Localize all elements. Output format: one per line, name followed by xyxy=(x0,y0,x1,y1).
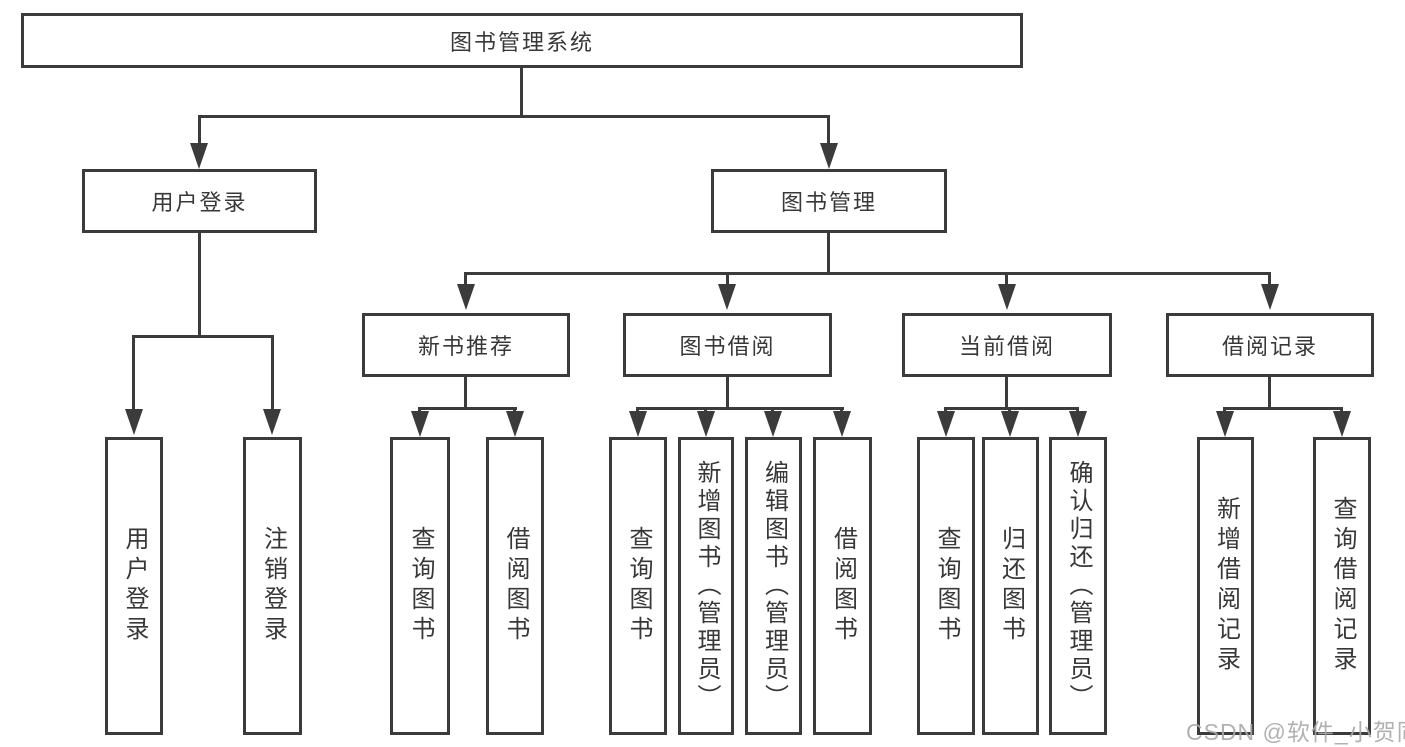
node-borrow-records-label: 借阅记录 xyxy=(1221,334,1318,359)
arrowhead-to-book-management xyxy=(820,143,838,169)
node-leaf-return-books: 归还图书 xyxy=(982,437,1039,735)
arrowhead-to-borrow-leaf1 xyxy=(629,411,647,437)
connector-borrow-stem xyxy=(726,377,729,409)
connector-borrow-leaf4-drop xyxy=(840,407,843,413)
connector-history-leaf1-drop xyxy=(1223,407,1226,413)
node-leaf-current-query-books: 查询图书 xyxy=(917,437,975,735)
node-leaf-query-borrow-record: 查询借阅记录 xyxy=(1313,437,1371,735)
connector-rec-stem xyxy=(464,377,467,409)
arrowhead-to-login-leaf2 xyxy=(263,409,281,435)
connector-rec-rail xyxy=(419,407,517,410)
connector-current-leaf2-drop xyxy=(1008,407,1011,413)
connector-current-drop xyxy=(1005,272,1008,286)
node-book-management: 图书管理 xyxy=(711,169,947,233)
node-leaf-return-books-label: 归还图书 xyxy=(997,526,1025,646)
node-leaf-rec-query-books-label: 查询图书 xyxy=(407,526,434,646)
connector-borrow-leaf2-drop xyxy=(704,407,707,413)
node-leaf-user-login: 用户登录 xyxy=(105,437,163,735)
connector-borrow-drop xyxy=(726,272,729,286)
connector-borrow-leaf3-drop xyxy=(771,407,774,413)
node-leaf-add-borrow-record-label: 新增借阅记录 xyxy=(1212,496,1240,676)
arrowhead-to-borrow-leaf2 xyxy=(697,411,715,437)
connector-login-leaf1-drop xyxy=(132,335,135,411)
connector-borrow-rail xyxy=(637,407,844,410)
arrowhead-to-user-login xyxy=(190,143,208,169)
arrowhead-to-current-leaf1 xyxy=(937,411,955,437)
connector-rec-leaf2-drop xyxy=(513,407,516,413)
node-current-borrow: 当前借阅 xyxy=(902,313,1112,377)
node-leaf-confirm-return-admin-label: 确认归还（管理员） xyxy=(1065,460,1092,712)
connector-root-rail xyxy=(198,115,830,118)
connector-current-leaf3-drop xyxy=(1076,407,1079,413)
node-leaf-edit-books-admin-label: 编辑图书（管理员） xyxy=(760,460,788,712)
connector-current-rail xyxy=(945,407,1079,410)
arrowhead-to-borrow-records xyxy=(1261,284,1279,310)
arrowhead-to-current-leaf2 xyxy=(1001,411,1019,437)
node-new-book-recommend-label: 新书推荐 xyxy=(417,334,514,359)
connector-login-leaf2-drop xyxy=(271,335,274,411)
node-leaf-add-books-admin-label: 新增图书（管理员） xyxy=(693,460,720,712)
connector-history-rail xyxy=(1224,407,1343,410)
node-leaf-query-borrow-record-label: 查询借阅记录 xyxy=(1329,496,1356,676)
node-book-borrow-label: 图书借阅 xyxy=(679,334,776,359)
arrowhead-to-current-leaf3 xyxy=(1069,411,1087,437)
node-leaf-borrow-books-label: 借阅图书 xyxy=(829,526,857,646)
arrowhead-to-history-leaf1 xyxy=(1216,411,1234,437)
connector-login-rail xyxy=(133,335,274,338)
arrowhead-to-borrow-leaf3 xyxy=(764,411,782,437)
node-leaf-borrow-query-books-label: 查询图书 xyxy=(625,526,652,646)
connector-rec-drop xyxy=(464,272,467,286)
connector-rec-leaf1-drop xyxy=(418,407,421,413)
node-book-borrow: 图书借阅 xyxy=(623,313,832,377)
node-leaf-user-login-label: 用户登录 xyxy=(121,526,148,646)
node-borrow-records: 借阅记录 xyxy=(1166,313,1374,377)
arrowhead-to-current-borrow xyxy=(998,284,1016,310)
connector-history-stem xyxy=(1268,377,1271,409)
connector-mgmt-rail xyxy=(465,272,1271,275)
node-leaf-rec-borrow-books-label: 借阅图书 xyxy=(502,526,529,646)
connector-history-leaf2-drop xyxy=(1340,407,1343,413)
arrowhead-to-rec-leaf2 xyxy=(506,411,524,437)
connector-login-drop xyxy=(198,115,201,145)
node-leaf-borrow-books: 借阅图书 xyxy=(813,437,872,735)
connector-borrow-leaf1-drop xyxy=(636,407,639,413)
arrowhead-to-new-book-recommend xyxy=(457,284,475,310)
connector-history-drop xyxy=(1268,272,1271,286)
node-current-borrow-label: 当前借阅 xyxy=(958,334,1055,359)
node-leaf-add-books-admin: 新增图书（管理员） xyxy=(678,437,734,735)
arrowhead-to-login-leaf1 xyxy=(125,409,143,435)
node-leaf-borrow-query-books: 查询图书 xyxy=(609,437,667,735)
node-leaf-current-query-books-label: 查询图书 xyxy=(933,526,960,646)
node-user-login: 用户登录 xyxy=(82,169,317,233)
node-new-book-recommend: 新书推荐 xyxy=(362,313,570,377)
node-leaf-edit-books-admin: 编辑图书（管理员） xyxy=(745,437,802,735)
arrowhead-to-borrow-leaf4 xyxy=(833,411,851,437)
connector-current-leaf1-drop xyxy=(944,407,947,413)
arrowhead-to-history-leaf2 xyxy=(1333,411,1351,437)
connector-login-stem xyxy=(198,233,201,338)
node-leaf-confirm-return-admin: 确认归还（管理员） xyxy=(1049,437,1107,735)
connector-root-stem xyxy=(520,68,523,117)
node-library-management-system: 图书管理系统 xyxy=(21,13,1023,68)
arrowhead-to-rec-leaf1 xyxy=(411,411,429,437)
node-leaf-rec-query-books: 查询图书 xyxy=(390,437,450,735)
node-user-login-label: 用户登录 xyxy=(151,190,248,215)
connector-mgmt-stem xyxy=(827,233,830,275)
node-leaf-logout: 注销登录 xyxy=(243,437,302,735)
node-leaf-logout-label: 注销登录 xyxy=(259,526,287,646)
connector-current-stem xyxy=(1005,377,1008,409)
csdn-watermark: CSDN @软件_小贺同学 xyxy=(1186,719,1405,745)
node-leaf-rec-borrow-books: 借阅图书 xyxy=(486,437,544,735)
node-leaf-add-borrow-record: 新增借阅记录 xyxy=(1197,437,1254,735)
node-book-management-label: 图书管理 xyxy=(780,190,877,215)
arrowhead-to-book-borrow xyxy=(718,284,736,310)
node-library-management-system-label: 图书管理系统 xyxy=(449,29,594,55)
connector-mgmt-drop xyxy=(827,115,830,145)
